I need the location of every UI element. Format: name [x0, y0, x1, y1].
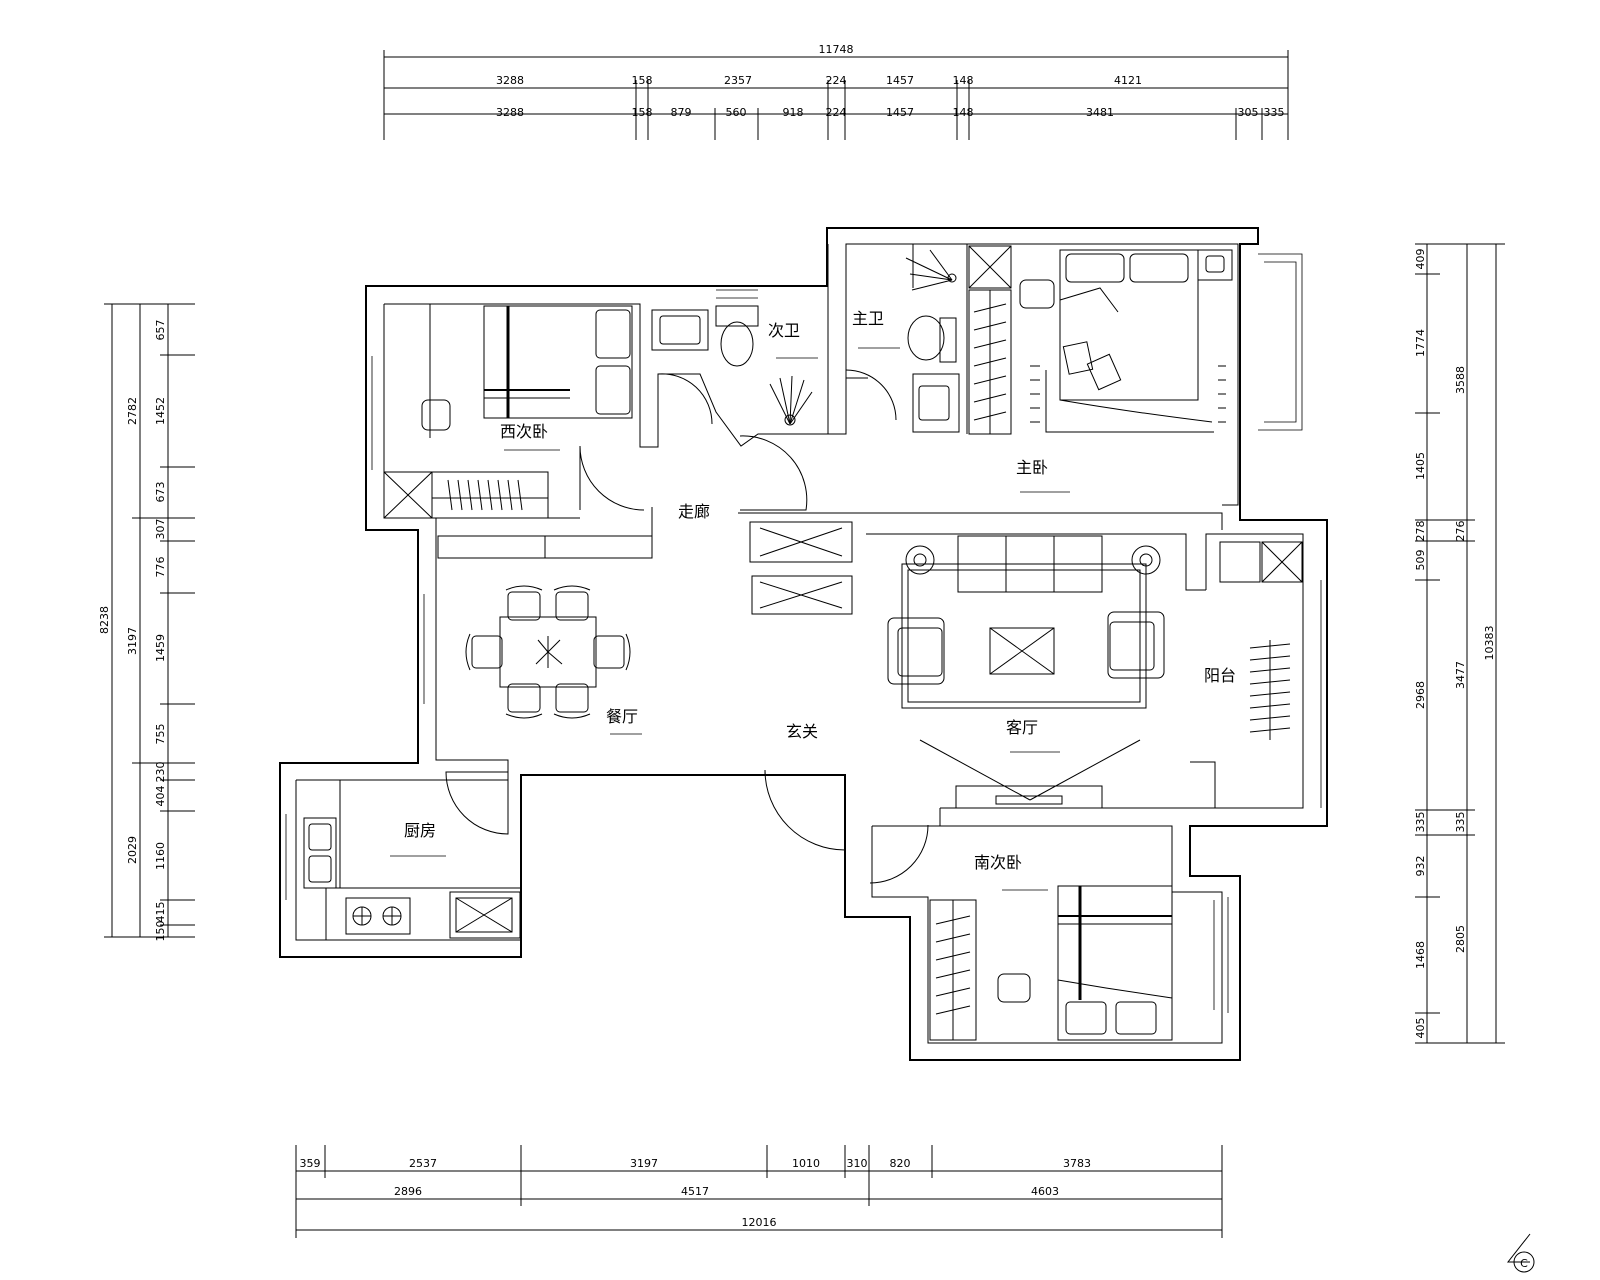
left-inner-dim: 1160 — [154, 842, 167, 870]
bottom-dim: 2537 — [409, 1157, 437, 1170]
left-inner-dim: 776 — [154, 557, 167, 578]
right-inner-dim: 1774 — [1414, 329, 1427, 357]
bottom-dim: 1010 — [792, 1157, 820, 1170]
right-dimensions: 10383 3588 276 3477 335 2805 409 1774 14… — [1414, 243, 1505, 1044]
bottom-dim: 3783 — [1063, 1157, 1091, 1170]
left-inner-dim: 755 — [154, 724, 167, 745]
room-label-second-bath: 次卫 — [768, 321, 800, 340]
left-inner-dim: 230 — [154, 762, 167, 783]
doors — [445, 369, 929, 884]
right-inner-dim: 405 — [1414, 1018, 1427, 1039]
room-label-corridor: 走廊 — [678, 502, 710, 521]
right-inner-dim: 409 — [1414, 249, 1427, 270]
north-marker: C — [1506, 1233, 1535, 1273]
bottom-total-dim: 12016 — [742, 1216, 777, 1229]
living-sofa — [957, 535, 1103, 593]
left-dimensions: 8238 2782 3197 2029 657 1452 673 307 776… — [98, 303, 195, 942]
top-dim: 3288 — [496, 106, 524, 119]
top-dim: 918 — [783, 106, 804, 119]
top-dim: 158 — [632, 74, 653, 87]
top-dim: 335 — [1264, 106, 1285, 119]
right-mid-dim: 3588 — [1454, 366, 1467, 394]
left-inner-dim: 1452 — [154, 397, 167, 425]
room-label-balcony: 阳台 — [1204, 666, 1236, 685]
top-dim: 3288 — [496, 74, 524, 87]
right-inner-dim: 509 — [1414, 550, 1427, 571]
top-dim: 3481 — [1086, 106, 1114, 119]
top-dim: 2357 — [724, 74, 752, 87]
top-dim: 158 — [632, 106, 653, 119]
left-mid-dim: 3197 — [126, 627, 139, 655]
bottom-dimensions: 359 2537 3197 1010 310 820 3783 2896 451… — [295, 1145, 1223, 1238]
furniture — [303, 245, 1303, 1041]
left-inner-dim: 415 — [154, 902, 167, 923]
top-dim: 1457 — [886, 74, 914, 87]
left-mid-dim: 2782 — [126, 397, 139, 425]
north-marker-label: C — [1520, 1257, 1528, 1270]
room-label-dining: 餐厅 — [606, 707, 638, 726]
right-mid-dim: 2805 — [1454, 925, 1467, 953]
top-dim: 1457 — [886, 106, 914, 119]
right-inner-dim: 335 — [1414, 812, 1427, 833]
top-dim: 224 — [826, 74, 847, 87]
living-rug — [901, 563, 1147, 709]
left-outer-dim: 8238 — [98, 606, 111, 634]
left-inner-dim: 307 — [154, 519, 167, 540]
walls — [279, 227, 1328, 1061]
top-dim: 224 — [826, 106, 847, 119]
right-inner-dim: 1468 — [1414, 941, 1427, 969]
bottom-dim: 4517 — [681, 1185, 709, 1198]
room-label-south-bedroom: 南次卧 — [974, 853, 1022, 872]
bottom-dim: 4603 — [1031, 1185, 1059, 1198]
dining-table — [499, 616, 597, 688]
top-dim: 879 — [671, 106, 692, 119]
top-dim: 305 — [1238, 106, 1259, 119]
right-mid-dim: 335 — [1454, 812, 1467, 833]
top-dim: 148 — [953, 74, 974, 87]
right-total-dim: 10383 — [1483, 626, 1496, 661]
right-inner-dim: 932 — [1414, 856, 1427, 877]
bottom-dim: 359 — [300, 1157, 321, 1170]
bottom-dim: 820 — [890, 1157, 911, 1170]
right-inner-dim: 1405 — [1414, 452, 1427, 480]
top-total-dim: 11748 — [819, 43, 854, 56]
south-bed — [1057, 885, 1173, 1041]
bottom-dim: 3197 — [630, 1157, 658, 1170]
bottom-dim: 310 — [847, 1157, 868, 1170]
left-inner-dim: 150 — [154, 921, 167, 942]
right-mid-dim: 276 — [1454, 521, 1467, 542]
room-label-foyer: 玄关 — [786, 722, 818, 741]
left-inner-dim: 404 — [154, 786, 167, 807]
room-label-master-bath: 主卫 — [852, 309, 884, 328]
left-inner-dim: 673 — [154, 482, 167, 503]
right-inner-dim: 278 — [1414, 521, 1427, 542]
master-bed — [1059, 249, 1199, 401]
top-dim: 560 — [726, 106, 747, 119]
left-inner-dim: 657 — [154, 320, 167, 341]
room-labels: 西次卧 次卫 主卫 主卧 走廊 餐厅 玄关 客厅 阳台 厨房 南次卧 — [390, 309, 1236, 891]
left-inner-dim: 1459 — [154, 634, 167, 662]
top-dimensions: 11748 3288 158 2357 224 1457 148 4121 32… — [383, 43, 1289, 140]
room-label-kitchen: 厨房 — [404, 821, 436, 840]
room-label-master-bedroom: 主卧 — [1016, 458, 1048, 477]
bottom-dim: 2896 — [394, 1185, 422, 1198]
top-dim: 4121 — [1114, 74, 1142, 87]
right-mid-dim: 3477 — [1454, 661, 1467, 689]
left-mid-dim: 2029 — [126, 836, 139, 864]
right-inner-dim: 2968 — [1414, 681, 1427, 709]
top-dim: 148 — [953, 106, 974, 119]
room-label-west-bedroom: 西次卧 — [500, 422, 548, 441]
west-bed — [483, 305, 633, 419]
room-label-living: 客厅 — [1006, 718, 1038, 737]
